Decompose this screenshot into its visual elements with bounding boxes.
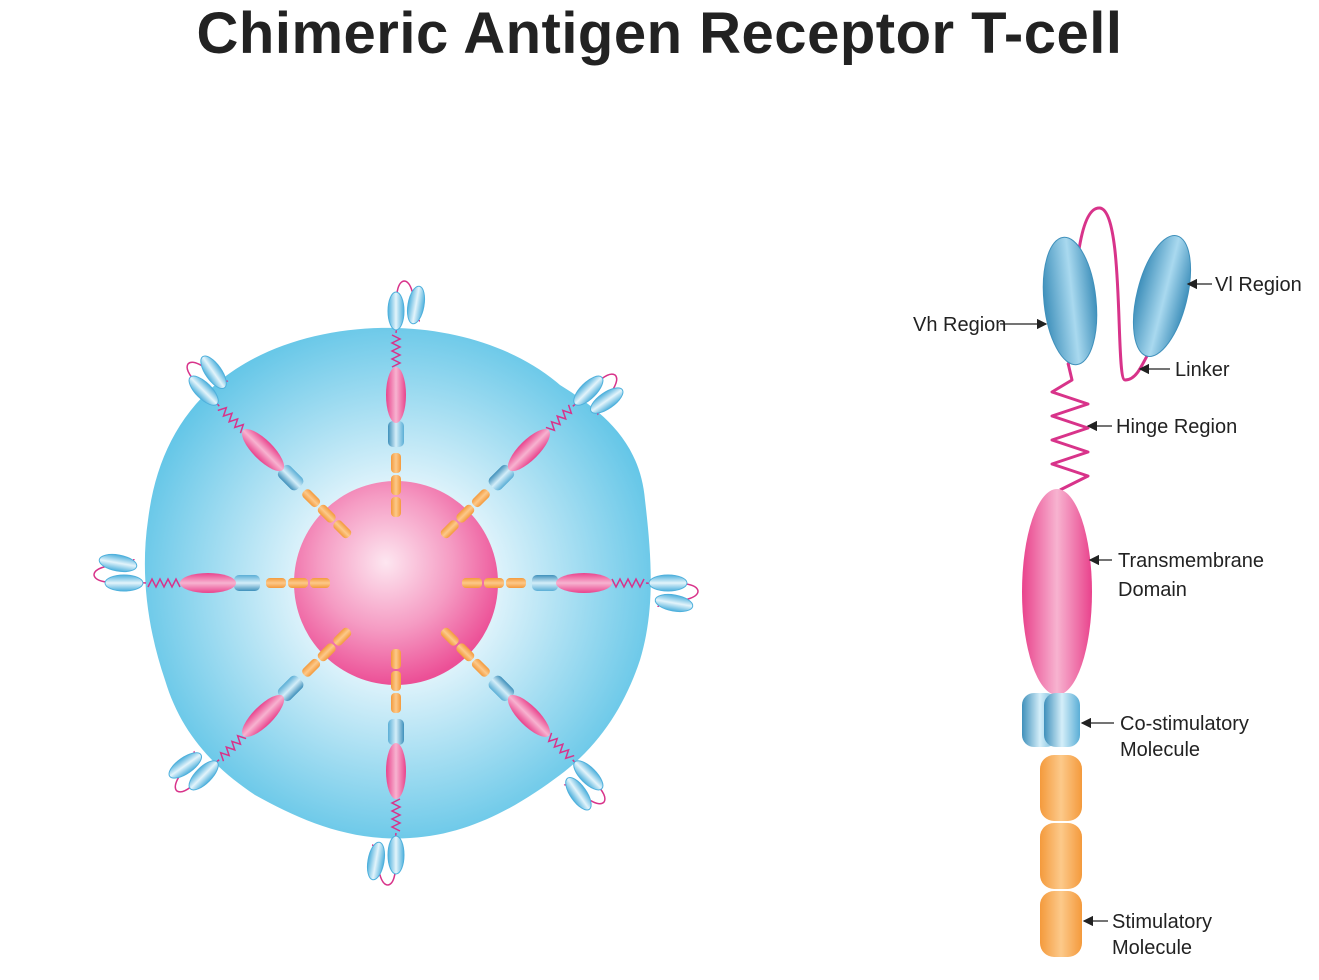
stim-segment-2 xyxy=(1040,823,1082,889)
page-title: Chimeric Antigen Receptor T-cell xyxy=(196,1,1123,66)
receptor-stim-segment xyxy=(302,489,321,508)
receptor-vh xyxy=(188,375,219,406)
receptor-vh xyxy=(104,574,144,592)
car-receptor xyxy=(366,649,406,886)
receptor-hinge xyxy=(390,334,402,368)
receptor-stim-segment xyxy=(471,658,490,677)
receptor-vl xyxy=(565,776,592,811)
vh-region-label: Vh Region xyxy=(913,314,1006,336)
receptor-transmembrane xyxy=(242,429,285,472)
receptor-stim-segment xyxy=(506,578,526,588)
receptor-transmembrane xyxy=(242,694,285,737)
receptor-stim-segment xyxy=(456,643,475,662)
receptor-vh xyxy=(648,574,688,592)
receptor-stim-segment xyxy=(333,520,352,539)
receptor-group xyxy=(93,280,699,886)
receptor-vh xyxy=(387,835,405,875)
receptor-transmembrane xyxy=(386,743,406,799)
receptor-vl xyxy=(366,841,386,881)
receptor-costim xyxy=(234,575,260,591)
vl-region-label: Vl Region xyxy=(1215,274,1302,296)
receptor-stim-segment xyxy=(302,658,321,677)
receptor-stim-segment xyxy=(391,671,401,691)
receptor-transmembrane xyxy=(386,367,406,423)
receptor-hinge xyxy=(147,577,181,589)
stim-label-line1: Stimulatory xyxy=(1112,911,1212,933)
receptor-stim-segment xyxy=(288,578,308,588)
costim-block-right xyxy=(1044,693,1080,747)
transmembrane-label-line1: Transmembrane xyxy=(1118,550,1264,572)
receptor-hinge xyxy=(547,732,575,760)
receptor-stim-segment xyxy=(317,504,336,523)
hinge-spring xyxy=(1050,362,1090,492)
receptor-stim-segment xyxy=(440,627,459,646)
car-detail: Vh Region Vl Region Linker Hinge Region … xyxy=(913,206,1302,959)
car-receptor xyxy=(168,627,352,793)
receptor-transmembrane xyxy=(507,694,550,737)
receptor-costim xyxy=(388,719,404,745)
car-receptor xyxy=(440,627,606,811)
receptor-costim xyxy=(277,675,304,702)
linker-label: Linker xyxy=(1175,359,1230,381)
receptor-stim-segment xyxy=(266,578,286,588)
car-receptor xyxy=(462,573,699,613)
costim-label-line1: Co-stimulatory xyxy=(1120,713,1249,735)
receptor-costim xyxy=(388,421,404,447)
receptor-hinge xyxy=(390,798,402,832)
receptor-vl xyxy=(654,593,694,613)
receptor-vl xyxy=(168,752,203,779)
receptor-transmembrane xyxy=(180,573,236,593)
receptor-vl xyxy=(200,355,227,390)
receptor-costim xyxy=(277,464,304,491)
receptor-hinge xyxy=(217,406,245,434)
car-receptor xyxy=(186,355,352,539)
stim-label-line2: Molecule xyxy=(1112,937,1192,959)
receptor-stim-segment xyxy=(391,649,401,669)
car-receptor xyxy=(386,280,426,517)
receptor-stim-segment xyxy=(440,520,459,539)
transmembrane-label-line2: Domain xyxy=(1118,579,1187,601)
receptor-vl xyxy=(589,387,624,414)
receptor-vh xyxy=(573,375,604,406)
receptor-vl xyxy=(98,553,138,573)
receptor-transmembrane xyxy=(507,429,550,472)
receptor-vh xyxy=(188,760,219,791)
receptor-stim-segment xyxy=(484,578,504,588)
receptor-hinge xyxy=(219,734,247,762)
receptor-stim-segment xyxy=(456,504,475,523)
receptor-costim xyxy=(532,575,558,591)
vh-domain xyxy=(1042,236,1098,366)
receptor-costim xyxy=(488,675,515,702)
receptor-transmembrane xyxy=(556,573,612,593)
receptor-stim-segment xyxy=(391,475,401,495)
hinge-region-label: Hinge Region xyxy=(1116,416,1237,438)
car-receptor xyxy=(93,553,330,593)
receptor-costim xyxy=(488,464,515,491)
receptor-stim-segment xyxy=(391,693,401,713)
receptor-stim-segment xyxy=(471,489,490,508)
receptor-stim-segment xyxy=(310,578,330,588)
receptor-stim-segment xyxy=(333,627,352,646)
receptor-vl xyxy=(406,285,426,325)
vl-domain xyxy=(1132,235,1192,357)
receptor-vh xyxy=(573,760,604,791)
receptor-hinge xyxy=(611,577,645,589)
costim-label-line2: Molecule xyxy=(1120,739,1200,761)
receptor-stim-segment xyxy=(462,578,482,588)
receptor-stim-segment xyxy=(317,643,336,662)
receptor-vh xyxy=(387,291,405,331)
stim-segment-1 xyxy=(1040,755,1082,821)
stim-segment-3 xyxy=(1040,891,1082,957)
car-receptor xyxy=(440,373,624,539)
receptor-hinge xyxy=(545,404,573,432)
receptor-stim-segment xyxy=(391,453,401,473)
receptor-stim-segment xyxy=(391,497,401,517)
transmembrane-domain xyxy=(1022,489,1092,695)
